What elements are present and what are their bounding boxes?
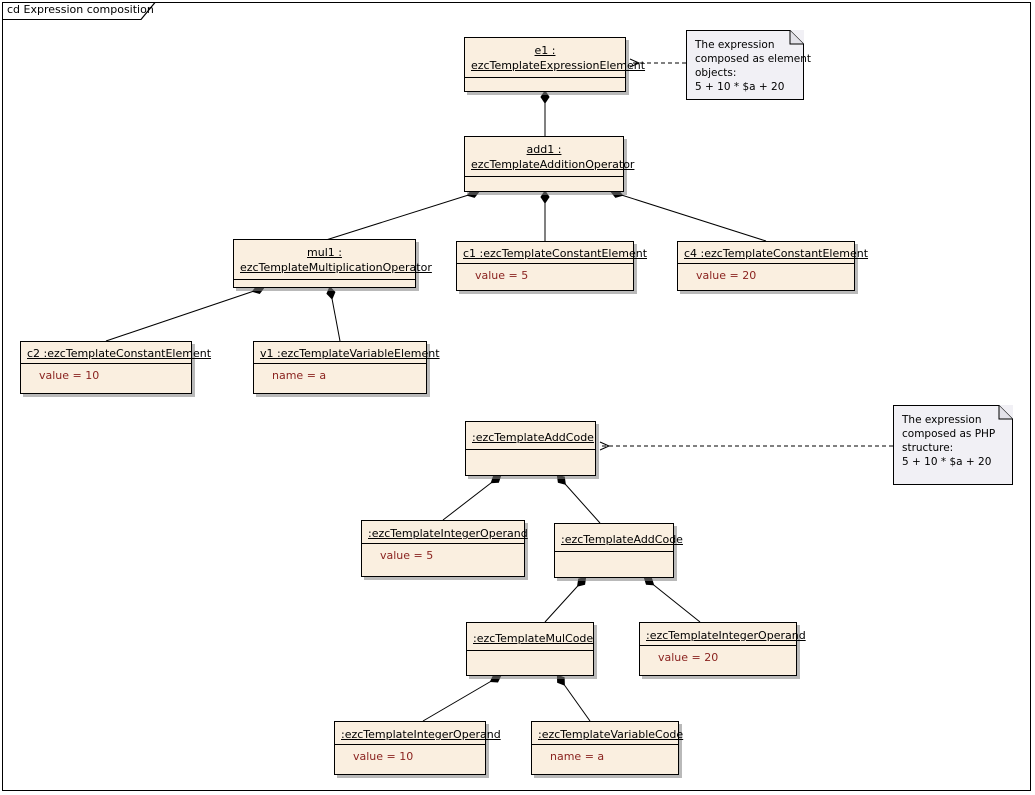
- object-mul1-separator: [234, 279, 415, 280]
- object-varcode-title: :ezcTemplateVariableCode: [532, 722, 684, 744]
- object-e1-class-line: ezcTemplateExpressionElement: [471, 59, 646, 72]
- object-v1-attributes: name = a: [254, 364, 426, 387]
- object-addcode-2-title: :ezcTemplateAddCode: [555, 524, 683, 551]
- object-c1-title: c1 :ezcTemplateConstantElement: [457, 242, 648, 263]
- object-intop10-title: :ezcTemplateIntegerOperand: [335, 722, 501, 744]
- object-mulcode[interactable]: :ezcTemplateMulCode: [466, 622, 594, 676]
- object-mulcode-separator: [467, 650, 593, 651]
- object-mul1-name-line: mul1 :: [307, 246, 342, 259]
- object-c4-title-line: c4 :ezcTemplateConstantElement: [684, 247, 869, 260]
- object-add1-title: add1 : ezcTemplateAdditionOperator: [465, 137, 635, 176]
- object-intop5-attributes: value = 5: [362, 544, 524, 567]
- object-varcode-attribute-name: name = a: [550, 750, 605, 763]
- object-intop5-separator: [362, 543, 524, 544]
- object-c4-title: c4 :ezcTemplateConstantElement: [678, 242, 869, 263]
- object-intop10-title-line: :ezcTemplateIntegerOperand: [341, 728, 501, 741]
- note-shape-icon: [893, 405, 1013, 485]
- object-addcode-root-title-line: :ezcTemplateAddCode: [472, 431, 594, 444]
- object-intop20-title: :ezcTemplateIntegerOperand: [640, 623, 806, 645]
- object-mul1[interactable]: mul1 : ezcTemplateMultiplicationOperator: [233, 239, 432, 288]
- note-element-objects: The expression composed as element objec…: [686, 30, 811, 100]
- object-c1-attribute-value: value = 5: [475, 269, 529, 282]
- frame-title-label: cd Expression composition: [7, 3, 154, 16]
- object-c2-title-line: c2 :ezcTemplateConstantElement: [27, 347, 212, 360]
- frame-tab-shape-icon: [2, 2, 157, 20]
- object-intop10-attributes: value = 10: [335, 745, 485, 768]
- note-php-structure-text: The expression composed as PHP structure…: [902, 414, 996, 468]
- object-intop5-title: :ezcTemplateIntegerOperand: [362, 521, 528, 543]
- object-intop20-attributes: value = 20: [640, 646, 796, 669]
- object-add1-name-line: add1 :: [526, 143, 562, 156]
- note-element-objects-text: The expression composed as element objec…: [695, 39, 811, 93]
- object-v1-attribute-name: name = a: [272, 369, 327, 382]
- object-intop10-separator: [335, 744, 485, 745]
- object-addcode-root-separator: [466, 449, 595, 450]
- object-e1-separator: [465, 77, 625, 78]
- object-mul1-title: mul1 : ezcTemplateMultiplicationOperator: [234, 240, 432, 279]
- object-intop5-title-line: :ezcTemplateIntegerOperand: [368, 527, 528, 540]
- object-c4-attributes: value = 20: [678, 264, 854, 287]
- object-add1-separator: [465, 176, 623, 177]
- object-addcode-root[interactable]: :ezcTemplateAddCode: [465, 421, 596, 476]
- object-c2-attribute-value: value = 10: [39, 369, 100, 382]
- note-shape-icon: [686, 30, 804, 100]
- object-c1-title-line: c1 :ezcTemplateConstantElement: [463, 247, 648, 260]
- object-c4[interactable]: c4 :ezcTemplateConstantElement value = 2…: [677, 241, 869, 291]
- diagram-frame-tab: cd Expression composition: [0, 0, 157, 20]
- object-v1[interactable]: v1 :ezcTemplateVariableElement name = a: [253, 341, 440, 394]
- object-v1-title: v1 :ezcTemplateVariableElement: [254, 342, 440, 363]
- note-php-structure: The expression composed as PHP structure…: [893, 405, 1013, 485]
- object-intop10[interactable]: :ezcTemplateIntegerOperand value = 10: [334, 721, 501, 775]
- object-add1-class-line: ezcTemplateAdditionOperator: [471, 158, 635, 171]
- object-e1-title: e1 : ezcTemplateExpressionElement: [465, 38, 646, 77]
- object-mul1-class-line: ezcTemplateMultiplicationOperator: [240, 261, 432, 274]
- object-addcode-root-title: :ezcTemplateAddCode: [466, 422, 595, 449]
- object-intop20-separator: [640, 645, 796, 646]
- object-v1-title-line: v1 :ezcTemplateVariableElement: [260, 347, 440, 360]
- object-c1[interactable]: c1 :ezcTemplateConstantElement value = 5: [456, 241, 648, 291]
- object-addcode-2-separator: [555, 551, 673, 552]
- object-c4-separator: [678, 263, 854, 264]
- object-add1[interactable]: add1 : ezcTemplateAdditionOperator: [464, 136, 635, 192]
- object-mulcode-title: :ezcTemplateMulCode: [467, 623, 593, 650]
- object-c2-title: c2 :ezcTemplateConstantElement: [21, 342, 212, 363]
- object-c2-separator: [21, 363, 191, 364]
- object-c2[interactable]: c2 :ezcTemplateConstantElement value = 1…: [20, 341, 212, 394]
- object-intop10-attribute-value: value = 10: [353, 750, 414, 763]
- object-intop20-attribute-value: value = 20: [658, 651, 719, 664]
- object-varcode-separator: [532, 744, 678, 745]
- object-varcode-attributes: name = a: [532, 745, 678, 768]
- object-c2-attributes: value = 10: [21, 364, 191, 387]
- object-e1-name-line: e1 :: [534, 44, 556, 57]
- object-varcode[interactable]: :ezcTemplateVariableCode name = a: [531, 721, 684, 775]
- object-varcode-title-line: :ezcTemplateVariableCode: [538, 728, 684, 741]
- object-intop20-title-line: :ezcTemplateIntegerOperand: [646, 629, 806, 642]
- object-c1-attributes: value = 5: [457, 264, 633, 287]
- object-c1-separator: [457, 263, 633, 264]
- object-c4-attribute-value: value = 20: [696, 269, 757, 282]
- object-v1-separator: [254, 363, 426, 364]
- object-intop5-attribute-value: value = 5: [380, 549, 434, 562]
- object-e1[interactable]: e1 : ezcTemplateExpressionElement: [464, 37, 646, 92]
- object-intop5[interactable]: :ezcTemplateIntegerOperand value = 5: [361, 520, 528, 577]
- object-addcode-2[interactable]: :ezcTemplateAddCode: [554, 523, 683, 578]
- object-mulcode-title-line: :ezcTemplateMulCode: [473, 632, 594, 645]
- object-intop20[interactable]: :ezcTemplateIntegerOperand value = 20: [639, 622, 806, 676]
- object-addcode-2-title-line: :ezcTemplateAddCode: [561, 533, 683, 546]
